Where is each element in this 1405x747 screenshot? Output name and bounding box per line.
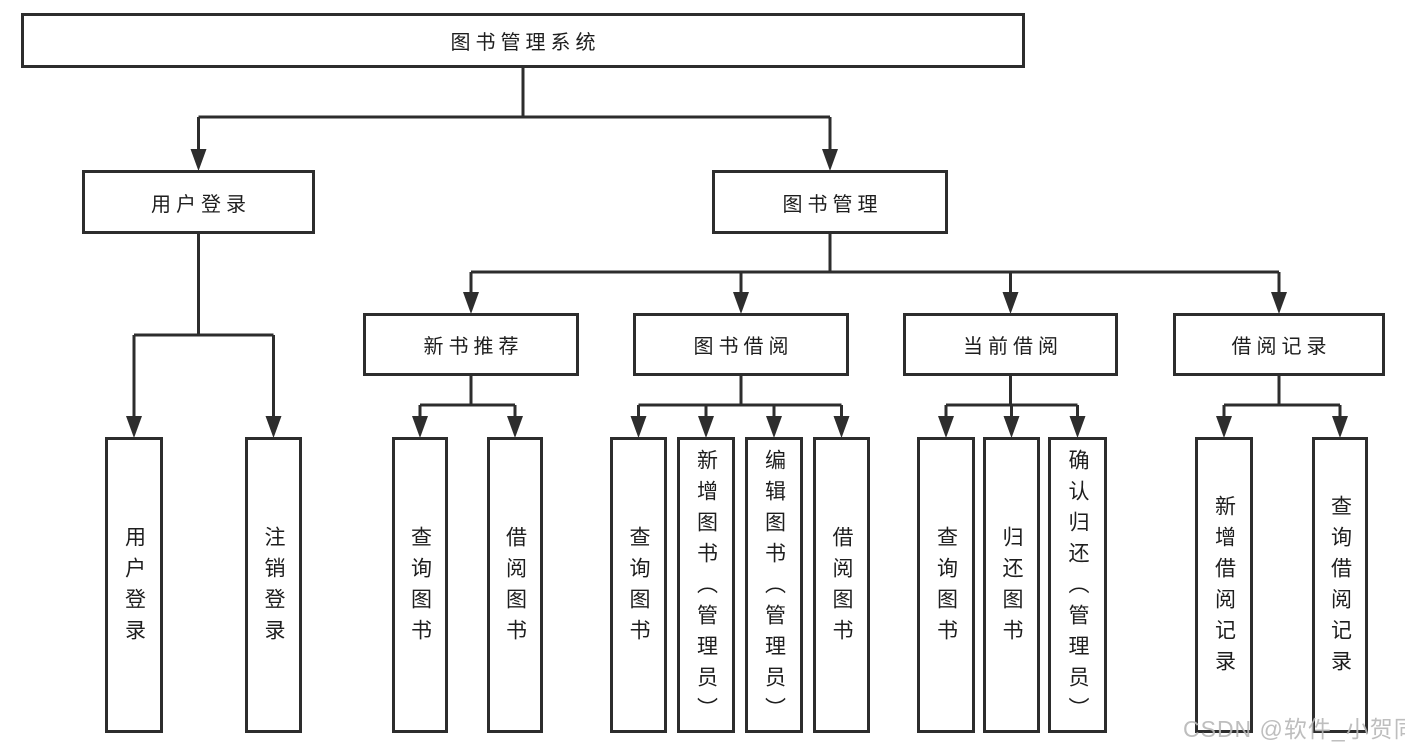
arrowhead-icon	[507, 416, 523, 438]
node-label: 图书管理系统	[450, 32, 601, 54]
arrowhead-icon	[822, 149, 838, 171]
node-label: 确认归还（管理员）	[1066, 448, 1089, 728]
node-root: 图书管理系统	[21, 13, 1025, 68]
arrowhead-icon	[833, 416, 850, 438]
node-borrow-book-1: 借阅图书	[487, 437, 543, 733]
node-user-login: 用户登录	[105, 437, 163, 733]
arrowhead-icon	[1216, 416, 1232, 438]
node-query-book-3: 查询图书	[917, 437, 975, 733]
arrowhead-icon	[265, 416, 282, 438]
node-label: 注销登录	[262, 526, 285, 650]
node-add-borrow-record: 新增借阅记录	[1195, 437, 1253, 733]
arrowhead-icon	[412, 416, 428, 438]
arrowhead-icon	[766, 416, 782, 438]
node-label: 借阅图书	[830, 526, 853, 650]
node-return-book: 归还图书	[983, 437, 1040, 733]
node-edit-book-admin: 编辑图书（管理员）	[745, 437, 803, 733]
node-label: 借阅记录	[1231, 336, 1332, 358]
node-label: 查询图书	[627, 526, 650, 650]
arrowhead-icon	[698, 416, 714, 438]
node-label: 查询图书	[408, 526, 432, 650]
node-add-book-admin: 新增图书（管理员）	[677, 437, 735, 733]
arrowhead-icon	[630, 416, 647, 438]
node-query-book-1: 查询图书	[392, 437, 448, 733]
node-label: 当前借阅	[963, 336, 1063, 358]
arrowhead-icon	[938, 416, 954, 438]
arrowhead-icon	[1332, 416, 1348, 438]
node-label: 新增借阅记录	[1212, 495, 1236, 681]
node-confirm-return-admin: 确认归还（管理员）	[1048, 437, 1107, 733]
arrowhead-icon	[463, 292, 479, 314]
node-new-book-recommend: 新书推荐	[363, 313, 579, 376]
node-current-borrowing: 当前借阅	[903, 313, 1118, 376]
node-label: 归还图书	[1000, 526, 1023, 650]
arrowhead-icon	[1002, 292, 1019, 314]
node-label: 借阅图书	[503, 526, 527, 650]
node-user-login-group: 用户登录	[82, 170, 315, 234]
node-query-book-2: 查询图书	[610, 437, 667, 733]
node-label: 图书管理	[782, 193, 883, 216]
arrowhead-icon	[126, 416, 142, 438]
node-label: 新增图书（管理员）	[694, 448, 718, 728]
arrowhead-icon	[190, 149, 207, 171]
arrowhead-icon	[1271, 292, 1287, 314]
node-book-management: 图书管理	[712, 170, 948, 234]
node-borrowing-records: 借阅记录	[1173, 313, 1385, 376]
arrowhead-icon	[1003, 416, 1020, 438]
arrowhead-icon	[1069, 416, 1086, 438]
node-label: 编辑图书（管理员）	[762, 448, 786, 728]
node-label: 查询借阅记录	[1328, 495, 1352, 681]
node-book-borrowing: 图书借阅	[633, 313, 849, 376]
node-borrow-book-2: 借阅图书	[813, 437, 870, 733]
node-logout: 注销登录	[245, 437, 302, 733]
node-label: 用户登录	[151, 193, 251, 216]
watermark: CSDN @软件_小贺同学	[1183, 716, 1405, 742]
node-label: 用户登录	[122, 526, 146, 650]
node-label: 图书借阅	[693, 336, 794, 358]
node-query-borrow-record: 查询借阅记录	[1312, 437, 1368, 733]
arrowhead-icon	[733, 292, 749, 314]
node-label: 新书推荐	[423, 336, 524, 358]
node-label: 查询图书	[934, 526, 958, 650]
